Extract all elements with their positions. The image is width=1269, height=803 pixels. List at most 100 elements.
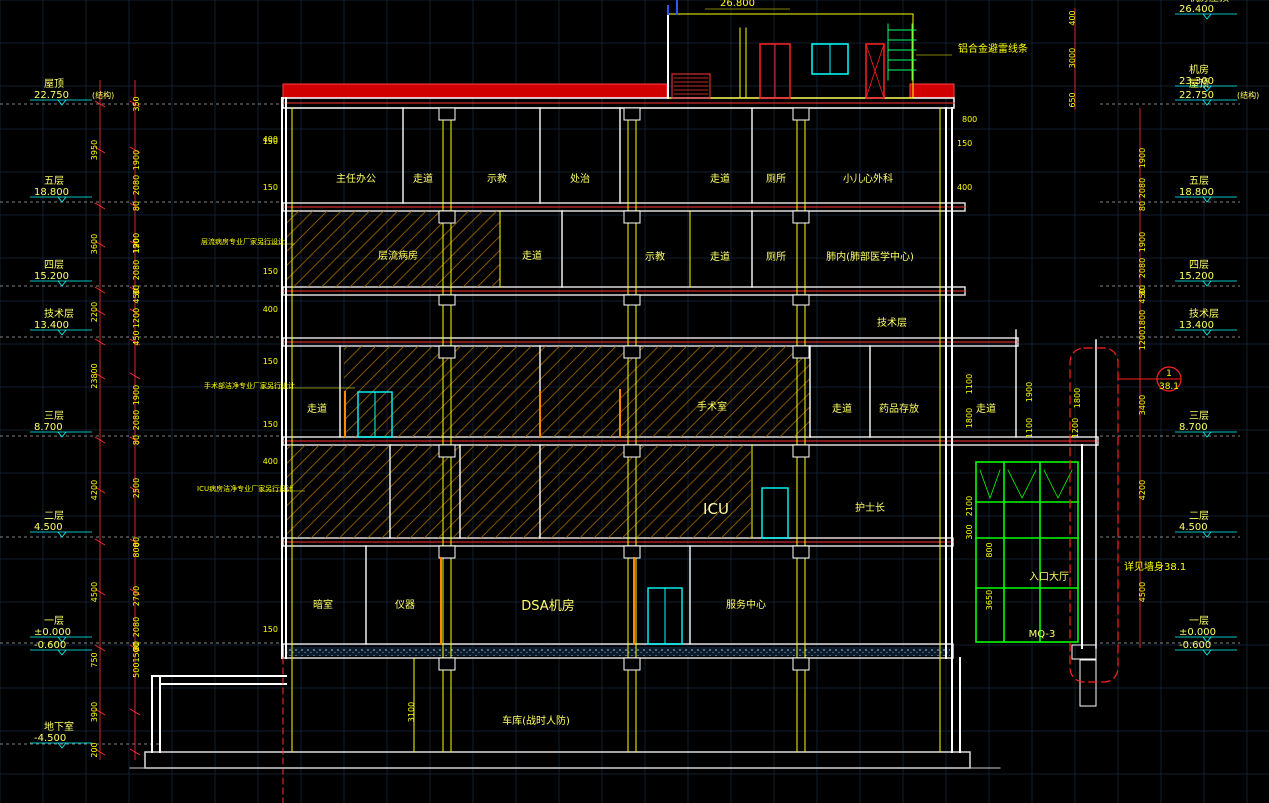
level-triangle [1202,13,1212,20]
level-name: 机房屋顶 [1189,0,1229,4]
dimension-label: 150 [263,420,278,429]
dimension-label: 2700 [132,586,141,606]
level-triangle [57,431,67,438]
room-label: 厕所 [766,173,786,185]
dimension-label: 1900 [1025,382,1034,402]
level-value: 18.800 [1179,187,1214,198]
curtain-wall [975,461,1079,643]
dimension-label: 1900 [1138,148,1147,168]
dimension-label: 800 [962,115,977,124]
dimension-label: 650 [1068,92,1077,107]
dimension-tick [129,308,141,316]
hatch-2f-icu [287,445,751,538]
dimension-label: 400 [957,183,972,192]
dimension-tick [94,338,106,346]
dimension-label: 80 [1138,201,1147,211]
level-triangle [57,742,67,749]
level-value: 22.750 [1179,90,1214,101]
dimension-label: 200 [90,742,99,757]
level-name: 屋顶 [1189,78,1209,90]
dimension-label: 2080 [132,175,141,195]
room-label: 服务中心 [726,598,766,611]
dimension-tick [129,100,141,108]
roof-parapet [282,83,668,99]
room-label: 走道 [710,172,730,185]
room-label: 技术层 [877,316,907,329]
dimension-label: 2080 [132,260,141,280]
roof-ladder [887,23,917,81]
room-label: 走道 [522,249,542,262]
dimension-label: 2080 [132,410,141,430]
dimension-label: 1800 [1138,310,1147,330]
room-label: 处治 [570,172,590,185]
note-hatch-3f: 手术部洁净专业厂家另行设计 [204,381,295,390]
dimension-label: 350 [132,96,141,111]
level-name: 一层 [1189,615,1209,627]
dimension-label: 800 [132,542,141,557]
dimension-tick [129,338,141,346]
dimension-tick [94,100,106,108]
dimension-label: 3400 [1138,395,1147,415]
dimension-tick [94,486,106,494]
room-label: 走道 [413,172,433,185]
dimension-tick [94,286,106,294]
dimension-label: 1200 [1138,330,1147,350]
left-level-markers: 屋顶22.750(结构)五层18.800四层15.200技术层13.400三层8… [30,78,114,749]
dimension-label: 1800 [965,408,974,428]
level-name: 技术层 [1189,307,1219,320]
dimension-label: 4500 [90,582,99,602]
level-value: 15.200 [34,271,69,282]
level-name: 屋顶 [44,78,64,90]
dimension-tick [94,644,106,652]
room-label: 小儿心外科 [843,172,893,185]
dimension-label: 400 [263,457,278,466]
room-label: 仪器 [395,599,415,611]
level-triangle [1202,280,1212,287]
dimension-label: 80 [132,201,141,211]
dimension-label: 4500 [1138,582,1147,602]
room-labels: 主任办公 走道 示教 处治 走道 厕所 小儿心外科 层流病房 走道 示教 走道 … [307,172,1069,727]
level-triangle [1202,431,1212,438]
room-label: 走道 [832,402,852,415]
room-label: 暗室 [313,598,333,611]
building-structure [129,0,1182,803]
callout-number: 1 [1166,369,1172,379]
dimension-label: 1100 [965,374,974,394]
dimension-tick [129,146,141,154]
level-triangle [57,636,67,643]
dimension-label: 4200 [90,480,99,500]
dimension-label: 150 [263,625,278,634]
gravel-fill [286,647,950,656]
dimension-tick [94,146,106,154]
level-name: 二层 [1189,510,1209,522]
dimension-tick [129,588,141,596]
dimension-tick [129,708,141,716]
level-name: 五层 [44,175,64,187]
dimension-label: 80 [132,285,141,295]
level-triangle [1202,636,1212,643]
room-label: 手术室 [697,400,727,413]
level-name: 机房 [1189,63,1209,76]
dimension-label: 2200 [90,302,99,322]
dimension-ticks [94,100,141,756]
room-label: 示教 [645,250,665,263]
level-value: 8.700 [34,422,63,433]
dimension-tick [129,372,141,380]
level-triangle [57,329,67,336]
dimension-label: 450 [1138,288,1147,303]
level-triangle [1202,99,1212,106]
room-label-icu: ICU [703,500,729,518]
level-triangle [1202,196,1212,203]
level-triangle [1202,329,1212,336]
dimension-label: 150 [263,137,278,146]
room-label: MQ-3 [1029,629,1056,640]
level-value: 13.400 [1179,320,1214,331]
room-label: 入口大厅 [1029,570,1069,583]
room-label: 肺内(肺部医学中心) [826,250,914,263]
level-value: 13.400 [34,320,69,331]
slab-basement [144,751,971,769]
level-value: 15.200 [1179,271,1214,282]
dimension-tick [129,748,141,756]
dimension-tick [129,486,141,494]
